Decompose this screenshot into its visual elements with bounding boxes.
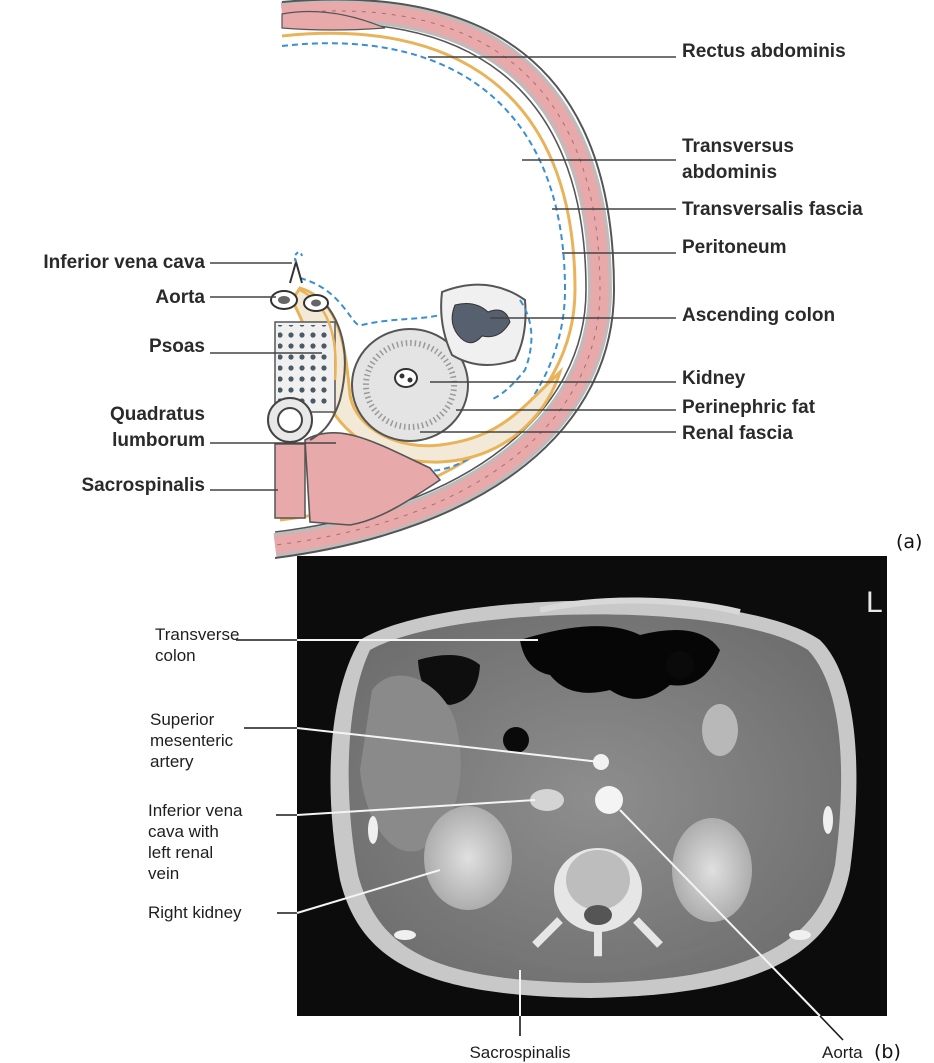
panel-a-background	[0, 0, 900, 550]
label-transversus-abdominis-line2: abdominis	[682, 162, 777, 183]
label-aorta-b: Aorta	[822, 1043, 863, 1062]
label-quadratus-lumborum-line2: lumborum	[112, 430, 205, 451]
label-kidney: Kidney	[682, 368, 746, 389]
label-ascending-colon: Ascending colon	[682, 305, 835, 326]
label-ivc-line2: cava with	[148, 822, 219, 841]
ct-ivc	[530, 789, 564, 811]
label-transversus-abdominis-line1: Transversus	[682, 136, 794, 157]
label-sma-line2: mesenteric	[150, 731, 234, 750]
ct-aorta	[595, 786, 623, 814]
ct-right-kidney	[424, 806, 512, 910]
label-right-kidney: Right kidney	[148, 903, 242, 922]
label-ivc-line4: vein	[148, 864, 179, 883]
label-transverse-colon-line2: colon	[155, 646, 196, 665]
label-transverse-colon-line1: Transverse	[155, 625, 239, 644]
label-inferior-vena-cava: Inferior vena cava	[43, 252, 205, 273]
panel-a-caption: (a)	[896, 531, 922, 553]
label-sma-line3: artery	[150, 752, 194, 771]
label-psoas: Psoas	[149, 336, 205, 357]
label-sma-line1: Superior	[150, 710, 215, 729]
panel-a-diagram: Rectus abdominis Transversus abdominis T…	[0, 0, 922, 558]
label-perinephric-fat: Perinephric fat	[682, 397, 816, 418]
orientation-marker: L	[866, 586, 883, 619]
label-quadratus-lumborum-line1: Quadratus	[110, 404, 205, 425]
label-ivc-line1: Inferior vena	[148, 801, 243, 820]
label-sacrospinalis-b: Sacrospinalis	[469, 1043, 570, 1062]
panel-b-ct-scan: L	[148, 556, 901, 1063]
label-sacrospinalis-a: Sacrospinalis	[81, 475, 205, 496]
label-ivc-line3: left renal	[148, 843, 213, 862]
label-peritoneum: Peritoneum	[682, 237, 787, 258]
ct-left-kidney	[672, 818, 752, 922]
label-renal-fascia: Renal fascia	[682, 423, 793, 444]
label-transversalis-fascia: Transversalis fascia	[682, 199, 863, 220]
panel-b-caption: (b)	[874, 1041, 901, 1063]
label-rectus-abdominis: Rectus abdominis	[682, 41, 846, 62]
label-aorta-a: Aorta	[155, 287, 205, 308]
